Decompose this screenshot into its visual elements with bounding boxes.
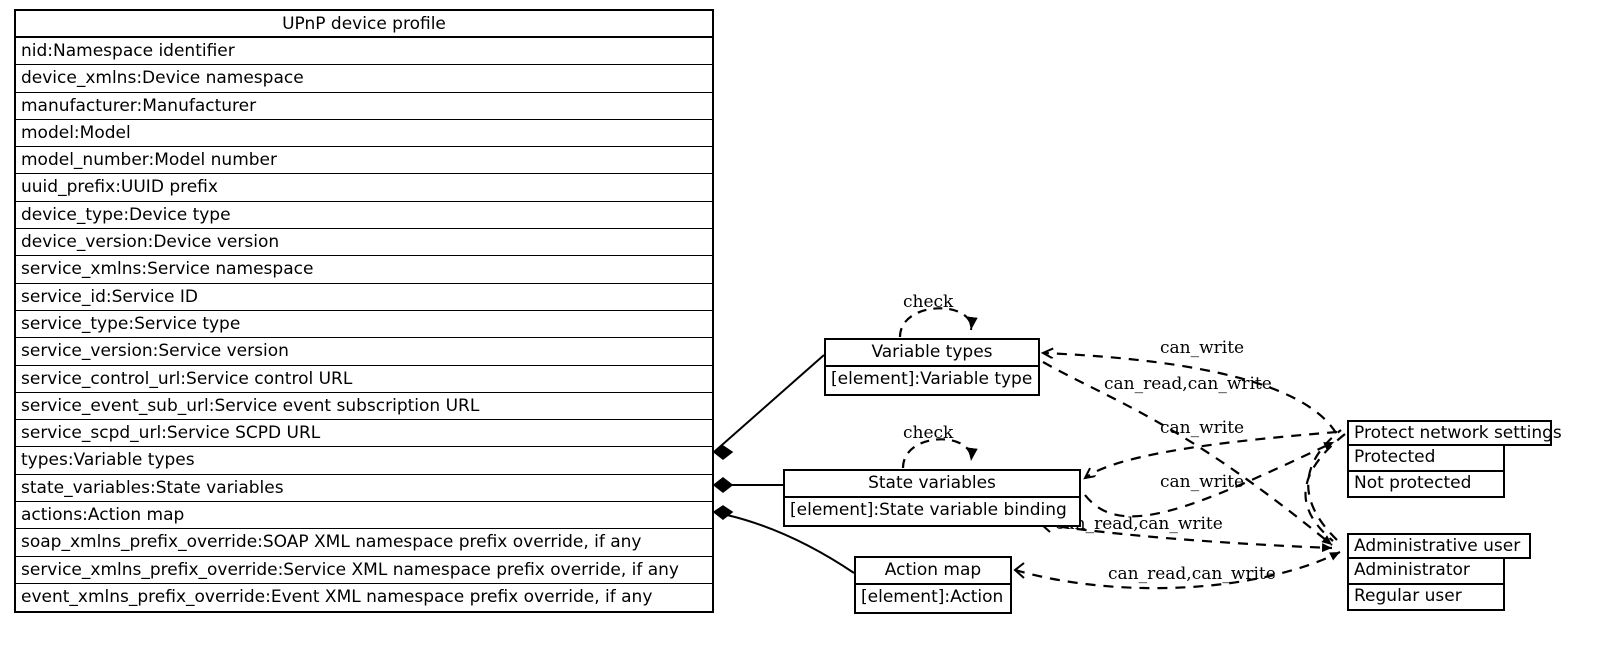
class-state-variables-title: State variables [783,469,1081,498]
class-action-map-row-element: [element]:Action [854,585,1012,614]
edge-label-check-variable-types: check [903,292,954,312]
attribute-row-device-xmlns: device_xmlns:Device namespace [16,65,712,93]
class-protect-network-settings: Protect network settings Protected Not p… [1347,420,1562,498]
composition-types-to-variable-types [712,354,825,460]
attribute-row-service-scpd-url: service_scpd_url:Service SCPD URL [16,420,712,448]
edge-label-state-variables-admin-can-write: can_write [1160,472,1245,492]
dep-strand-protect-b [1307,429,1342,541]
check-loop-state-variables [901,438,978,469]
class-state-variables-row-element: [element]:State variable binding [783,498,1081,527]
edge-label-variable-types-admin-can-read-write: can_read,can_write [1104,374,1272,394]
class-variable-types-title: Variable types [824,338,1040,367]
class-protect-network-settings-title: Protect network settings [1347,420,1562,446]
class-protect-network-settings-row-not-protected: Not protected [1347,472,1505,498]
dep-state-variables-admin-can-write [1084,441,1335,518]
class-variable-types-row-element: [element]:Variable type [824,367,1040,396]
dep-action-map-admin-can-read-write [1013,551,1341,590]
page-title: UPnP device profile [16,11,712,38]
attribute-row-model: model:Model [16,120,712,148]
attribute-row-nid: nid:Namespace identifier [16,38,712,66]
dep-variable-types-protect-can-write [1043,353,1337,434]
dep-variable-types-admin-can-read-write [1042,361,1333,546]
attribute-row-types: types:Variable types [16,447,712,475]
attribute-row-soap-xmlns-prefix-override: soap_xmlns_prefix_override:SOAP XML name… [16,529,712,557]
attribute-row-service-type: service_type:Service type [16,311,712,339]
attribute-row-state-variables: state_variables:State variables [16,475,712,503]
edge-label-variable-types-protect-can-write: can_write [1160,338,1245,358]
attribute-row-actions: actions:Action map [16,502,712,530]
edge-label-action-map-admin-can-read-write: can_read,can_write [1108,564,1276,584]
dep-state-variables-protect-can-write [1085,430,1338,478]
attribute-row-manufacturer: manufacturer:Manufacturer [16,93,712,120]
check-loop-variable-types [898,307,978,338]
composition-actions-to-action-map [712,505,855,574]
dep-strand-protect-a [1304,433,1346,542]
upnp-device-profile-class: UPnP device profile nid:Namespace identi… [14,9,714,614]
class-action-map-title: Action map [854,556,1012,585]
attribute-row-service-event-sub-url: service_event_sub_url:Service event subs… [16,393,712,421]
edge-label-check-state-variables: check [903,423,954,443]
attribute-row-service-version: service_version:Service version [16,338,712,366]
edge-label-state-variables-admin-can-read-write: can_read,can_write [1055,514,1223,534]
class-administrative-user-row-regular-user: Regular user [1347,585,1505,611]
attribute-row-service-control-url: service_control_url:Service control URL [16,366,712,393]
class-administrative-user: Administrative user Administrator Regula… [1347,533,1531,611]
attribute-row-service-xmlns-prefix-override: service_xmlns_prefix_override:Service XM… [16,557,712,584]
attribute-row-uuid-prefix: uuid_prefix:UUID prefix [16,174,712,202]
class-administrative-user-row-administrator: Administrator [1347,559,1505,585]
class-administrative-user-title: Administrative user [1347,533,1531,559]
attribute-row-event-xmlns-prefix-override: event_xmlns_prefix_override:Event XML na… [21,586,653,607]
edge-label-state-variables-protect-can-write: can_write [1160,418,1245,438]
class-state-variables: State variables [element]:State variable… [783,469,1081,527]
composition-state-variables-to-state-variables [712,477,783,493]
attribute-row-service-xmlns: service_xmlns:Service namespace [16,256,712,284]
attribute-row-device-version: device_version:Device version [16,229,712,257]
class-variable-types: Variable types [element]:Variable type [824,338,1040,396]
attribute-row-model-number: model_number:Model number [16,147,712,175]
attribute-row-device-type: device_type:Device type [16,202,712,230]
class-action-map: Action map [element]:Action [854,556,1012,614]
class-protect-network-settings-row-protected: Protected [1347,446,1505,472]
attribute-row-service-id: service_id:Service ID [16,284,712,311]
